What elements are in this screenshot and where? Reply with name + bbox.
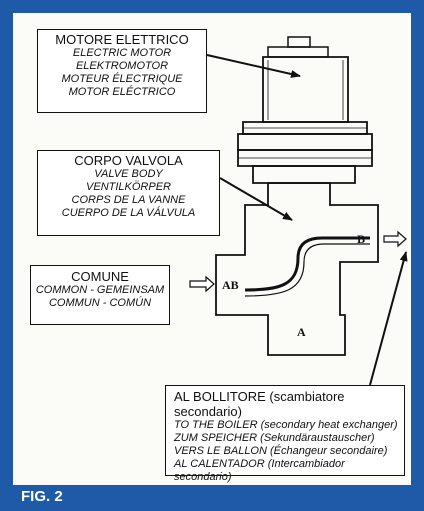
boiler-label-main: AL BOLLITORE (scambiatore secondario): [174, 389, 345, 419]
boiler-label-en: TO THE BOILER (secondary heat exchanger): [174, 419, 398, 431]
motor-flange: [237, 121, 373, 184]
motor-label-fr: MOTEUR ÉLECTRIQUE: [61, 73, 183, 85]
boiler-label-fr: VERS LE BALLON (Échangeur secondaire): [174, 445, 388, 457]
inlet-flow-arrow: [189, 275, 215, 293]
boiler-leader-arrow: [369, 251, 408, 386]
port-b-label: B: [357, 232, 365, 246]
motor-label-es: MOTOR ELÉCTRICO: [68, 86, 176, 98]
valve-body-label-box: CORPO VALVOLA VALVE BODY VENTILKÖRPER CO…: [37, 150, 220, 236]
valve-body-label-fr: CORPS DE LA VANNE: [71, 194, 186, 206]
outlet-flow-arrow: [383, 230, 407, 248]
common-label-box: COMUNE COMMON - GEMEINSAM COMMUN - COMÚN: [30, 265, 170, 325]
motor-label-en: ELECTRIC MOTOR: [72, 47, 172, 59]
valve-body-label-es: CUERPO DE LA VÁLVULA: [61, 207, 196, 219]
valve-body: [215, 182, 379, 356]
common-label-line-2: COMMUN - COMÚN: [48, 297, 152, 309]
boiler-label-box: AL BOLLITORE (scambiatore secondario) TO…: [165, 385, 405, 483]
figure-number: FIG. 2: [13, 486, 71, 508]
motor-connector: [267, 36, 329, 58]
common-label-main: COMUNE: [71, 269, 129, 284]
valve-body-label-de: VENTILKÖRPER: [86, 181, 171, 193]
boiler-label-es: AL CALENTADOR (Intercambiador secondario…: [174, 458, 345, 483]
common-label-line-1: COMMON - GEMEINSAM: [35, 284, 165, 296]
valve-body-label-en: VALVE BODY: [94, 168, 163, 180]
boiler-label-de: ZUM SPEICHER (Sekundäraustauscher): [174, 432, 375, 444]
port-a-label: A: [297, 325, 306, 339]
motor-label-de: ELEKTROMOTOR: [75, 60, 169, 72]
valve-body-leader-arrow: [219, 177, 293, 221]
motor-leader-arrow: [206, 54, 301, 78]
motor-label-box: MOTORE ELETTRICO ELECTRIC MOTOR ELEKTROM…: [37, 29, 207, 113]
port-ab-label: AB: [222, 278, 239, 292]
motor-label-main: MOTORE ELETTRICO: [55, 32, 189, 47]
motor-housing: [262, 56, 349, 123]
valve-body-label-main: CORPO VALVOLA: [74, 153, 183, 168]
